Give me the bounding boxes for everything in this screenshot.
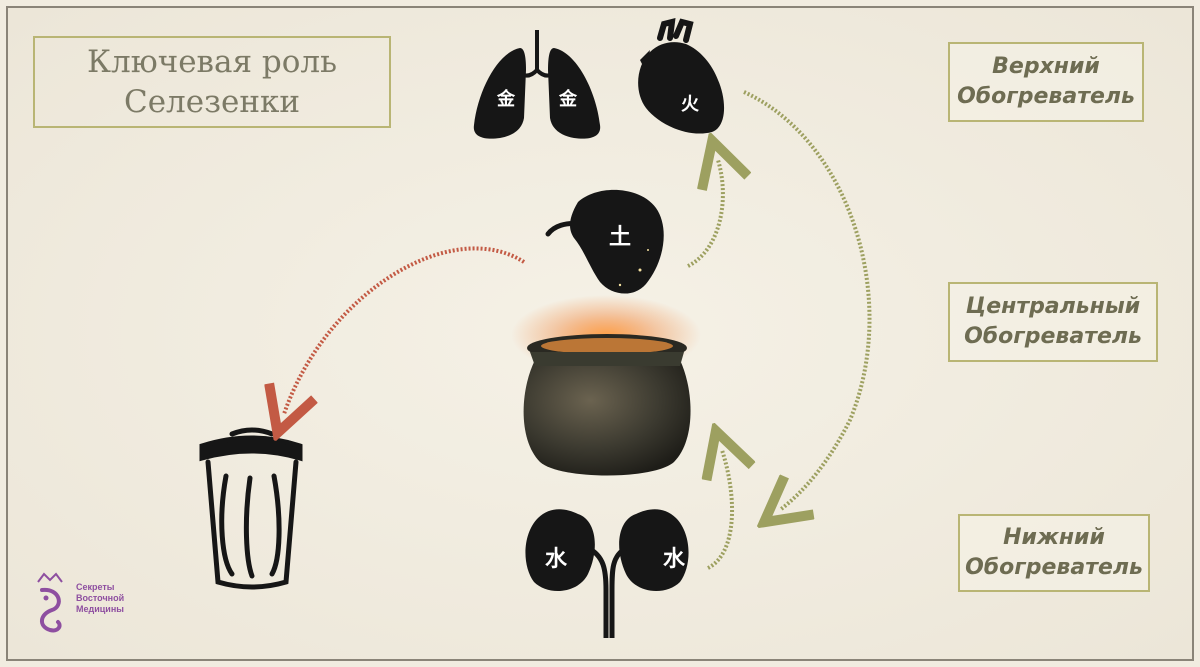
logo-text: Секреты Восточной Медицины bbox=[76, 582, 125, 614]
heart-glyph: 火 bbox=[681, 94, 700, 115]
logo-emblem-icon bbox=[37, 572, 63, 633]
upper-heater-label: Верхний Обогреватель bbox=[957, 54, 1135, 109]
spleen-glyph: 土 bbox=[609, 225, 631, 250]
spleen-to-trash-arrow bbox=[284, 246, 526, 414]
cauldron-icon bbox=[523, 334, 691, 476]
brand-logo: Секреты Восточной Медицины bbox=[30, 572, 140, 642]
title-box: Ключевая роль Селезенки bbox=[33, 36, 391, 128]
lung-left-glyph: 金 bbox=[496, 88, 516, 110]
heart-to-kidney-arrow bbox=[743, 90, 872, 510]
middle-heater-label-box: Центральный Обогреватель bbox=[948, 282, 1158, 362]
trash-can-icon bbox=[199, 427, 303, 590]
spleen-icon: 土 bbox=[545, 189, 664, 294]
heart-icon: 火 bbox=[638, 18, 725, 134]
kidney-right-glyph: 水 bbox=[663, 547, 686, 572]
kidney-to-pot-arrow bbox=[708, 450, 732, 570]
kidneys-icon: 水 水 bbox=[525, 509, 689, 638]
spleen-to-heart-arrow bbox=[687, 160, 723, 268]
kidney-left-glyph: 水 bbox=[545, 547, 568, 572]
upper-heater-label-box: Верхний Обогреватель bbox=[948, 42, 1144, 122]
lower-heater-label-box: Нижний Обогреватель bbox=[958, 514, 1150, 592]
middle-heater-label: Центральный Обогреватель bbox=[964, 294, 1142, 349]
slide-title: Ключевая роль Селезенки bbox=[87, 44, 337, 120]
lungs-icon: 金 金 bbox=[473, 30, 601, 139]
lower-heater-label: Нижний Обогреватель bbox=[965, 525, 1143, 580]
lung-right-glyph: 金 bbox=[558, 88, 578, 110]
